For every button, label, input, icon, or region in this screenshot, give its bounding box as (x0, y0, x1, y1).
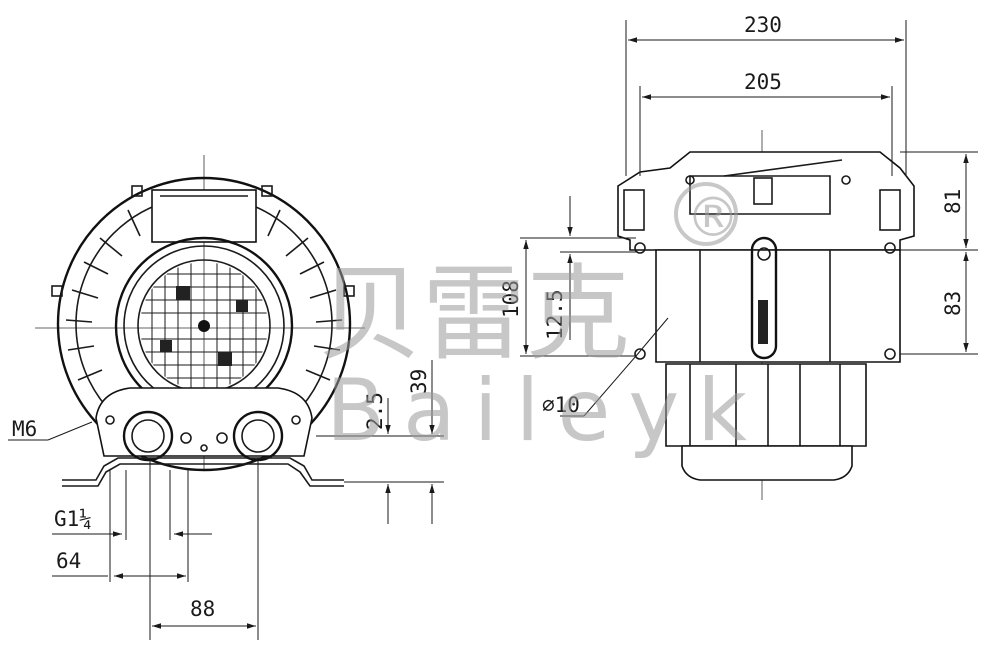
port-thread-label: G1¼ (54, 507, 92, 531)
offset-12-5-label: 12.5 (543, 289, 567, 340)
spacing-64-label: 64 (56, 549, 81, 573)
hole-diameter-label: ⌀10 (542, 393, 580, 417)
front-view: M6 G1¼ 64 88 2.5 39 (8, 155, 444, 640)
spacing-88-label: 88 (190, 597, 215, 621)
height-39-label: 39 (407, 369, 431, 394)
height-108-label: 108 (499, 280, 523, 318)
offset-2-5-label: 2.5 (363, 392, 387, 430)
watermark-chinese: 贝雷克 (318, 253, 630, 375)
side-view: 230 205 81 83 108 12.5 ⌀10 (499, 13, 978, 500)
overall-length-label: 230 (744, 13, 782, 37)
lower-height-label: 83 (941, 291, 965, 316)
body-length-label: 205 (744, 70, 782, 94)
housing-fins (65, 209, 343, 381)
inlet-port (122, 410, 174, 462)
watermark-registered: ® (686, 186, 740, 249)
watermark-latin: Baileyk (326, 361, 765, 461)
top-height-label: 81 (941, 189, 965, 214)
thread-m6-label: M6 (12, 417, 37, 441)
brand-watermark: 贝雷克 Baileyk ® (318, 182, 765, 461)
